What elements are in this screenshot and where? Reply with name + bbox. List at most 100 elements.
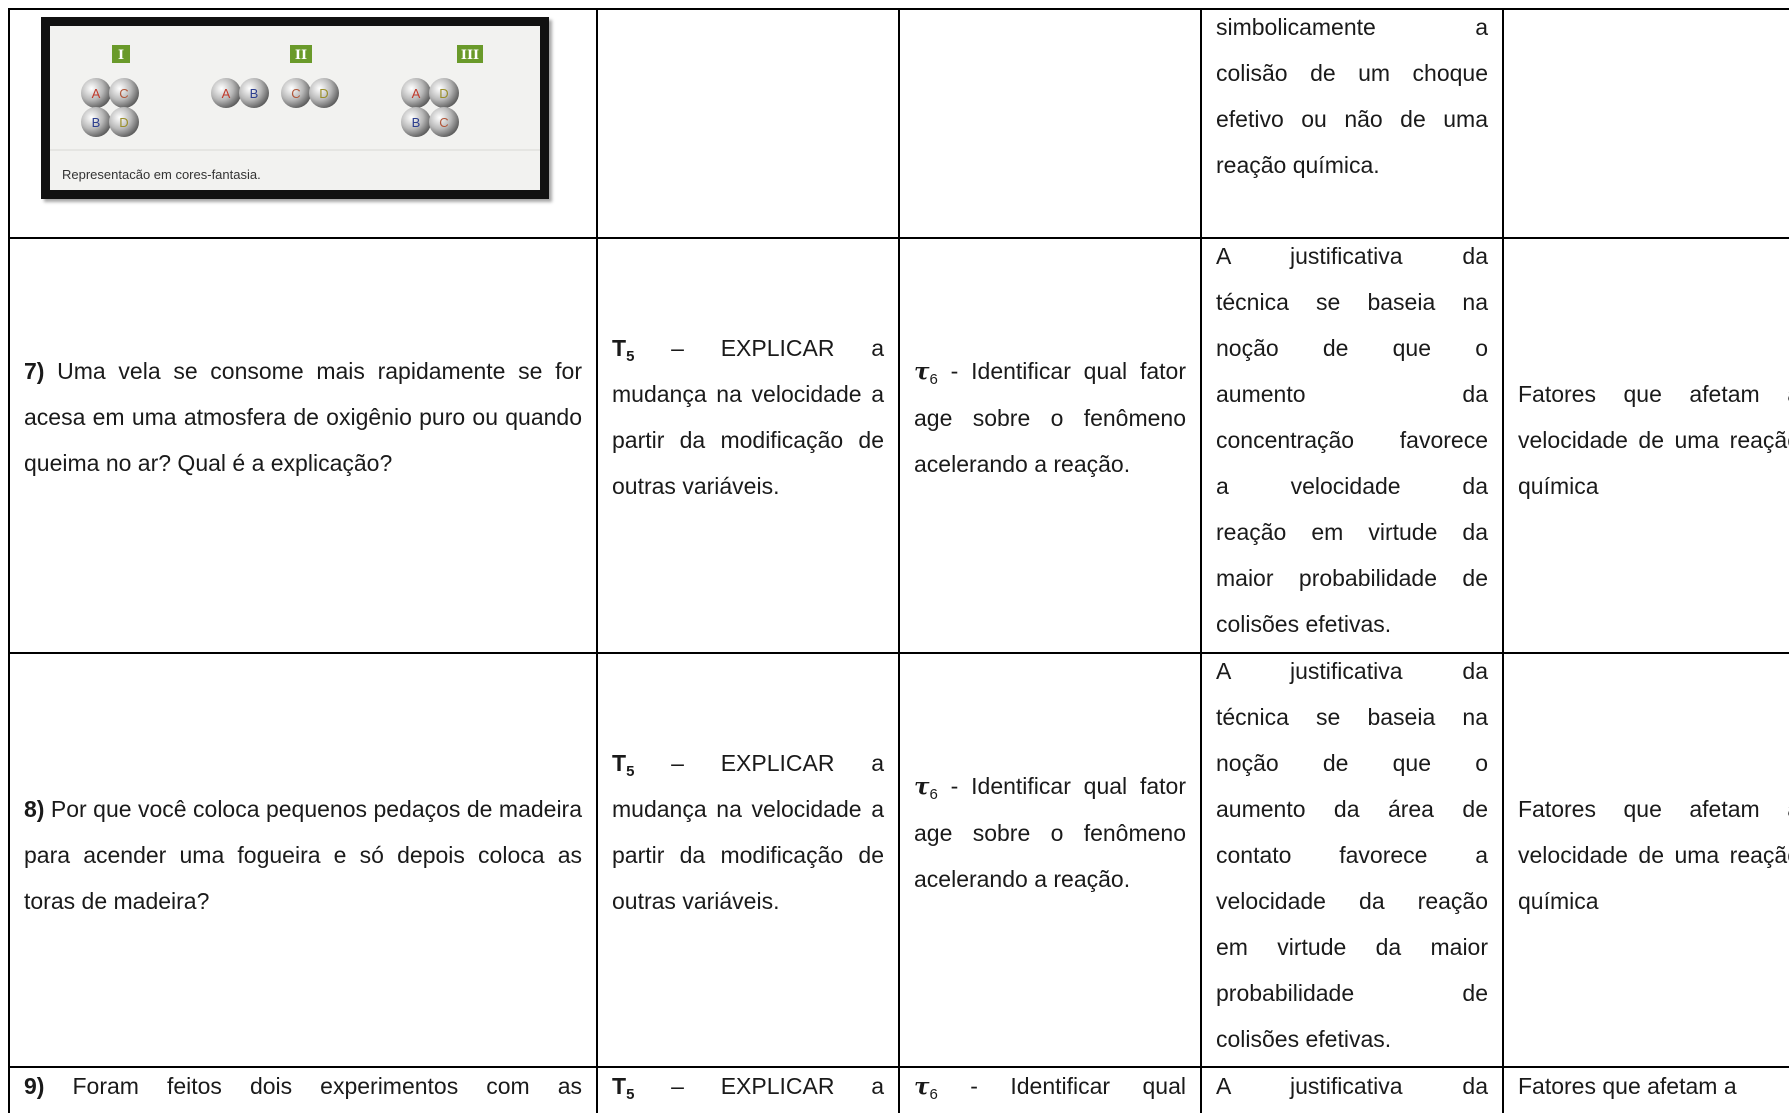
technique-subscript: 6 [929, 1086, 938, 1103]
question-text: Por que você coloca pequenos pedaços de … [24, 796, 583, 914]
table-divider-col3 [1200, 8, 1202, 1113]
table-row-divider [8, 1066, 1789, 1068]
text-line: A justificativa da [1216, 243, 1488, 269]
text-line: colisão de um choque [1216, 60, 1488, 86]
collision-diagram: I II III A C B D A [50, 45, 540, 151]
sphere-group-i: A C B D [81, 78, 139, 137]
task-type-8: T5 – EXPLICAR a mudança na velocidade a … [612, 740, 884, 924]
text-line: em virtude da maior [1216, 934, 1488, 960]
text-line: aumento da área de [1216, 796, 1488, 822]
svg-text:B: B [250, 86, 259, 101]
label-ii-badge: II [290, 45, 312, 63]
task-code: T [612, 750, 627, 776]
question-number: 8) [24, 796, 45, 822]
task-code: T [612, 335, 627, 361]
task-subscript: 5 [626, 1086, 635, 1103]
task-code: T [612, 1073, 627, 1099]
text-line: concentração favorece [1216, 427, 1488, 453]
theory-text: Fatores que afetam a velocidade de uma r… [1518, 796, 1789, 914]
question-text: Foram feitos dois experimentos com as [72, 1073, 582, 1099]
svg-text:D: D [319, 86, 328, 101]
task-text: – EXPLICAR a [671, 1073, 884, 1099]
question-number: 7) [24, 358, 45, 384]
table-border-left [8, 8, 10, 1113]
task-subscript: 5 [626, 763, 635, 780]
label-iii: III [461, 48, 479, 63]
table-border-top [8, 8, 1789, 10]
technique-text: - Identificar qual fator age sobre o fen… [914, 773, 1186, 892]
label-ii: II [295, 48, 307, 63]
justification-7: A justificativa da técnica se baseia na … [1216, 233, 1488, 647]
text-line: técnica se baseia na [1216, 289, 1488, 315]
question-9: 9) Foram feitos dois experimentos com as [24, 1063, 582, 1109]
text-line: velocidade da reação [1216, 888, 1488, 914]
svg-text:B: B [92, 115, 101, 130]
svg-text:C: C [439, 115, 448, 130]
technique-7: τ6 - Identificar qual fator age sobre o … [914, 348, 1186, 487]
text-line: colisões efetivas. [1216, 1026, 1392, 1052]
task-type-7: T5 – EXPLICAR a mudança na velocidade a … [612, 325, 884, 509]
sphere-group-ii: A B C D [211, 78, 339, 108]
technique-9: τ6 - Identificar qual [914, 1063, 1186, 1109]
technique-symbol: τ [914, 1073, 930, 1100]
table-row-divider [8, 652, 1789, 654]
table-divider-col4 [1502, 8, 1504, 1113]
collision-figure-panel: I II III A C B D A [50, 26, 540, 190]
technique-8: τ6 - Identificar qual fator age sobre o … [914, 763, 1186, 902]
text-line: a velocidade da [1216, 473, 1488, 499]
justification-9: A justificativa da [1216, 1063, 1488, 1109]
figure-caption: Representacão em cores-fantasia. [62, 167, 261, 182]
text-line: A justificativa da [1216, 1073, 1488, 1099]
task-text: – EXPLICAR a mudança na velocidade a par… [612, 335, 884, 499]
question-number: 9) [24, 1073, 45, 1099]
question-8: 8) Por que você coloca pequenos pedaços … [24, 786, 582, 924]
technique-symbol: τ [914, 773, 930, 800]
text-line: maior probabilidade de [1216, 565, 1488, 591]
table-divider-col1 [596, 8, 598, 1113]
svg-text:D: D [439, 86, 448, 101]
label-i-badge: I [112, 45, 130, 63]
technique-symbol: τ [914, 358, 930, 385]
text-line: noção de que o [1216, 750, 1488, 776]
text-line: colisões efetivas. [1216, 611, 1392, 637]
svg-text:D: D [119, 115, 128, 130]
row0-justification: simbolicamente a colisão de um choque ef… [1216, 4, 1488, 188]
text-line: probabilidade de [1216, 980, 1488, 1006]
text-line: técnica se baseia na [1216, 704, 1488, 730]
text-line: A justificativa da [1216, 658, 1488, 684]
collision-figure: I II III A C B D A [41, 17, 549, 199]
label-iii-badge: III [457, 45, 483, 63]
theory-8: Fatores que afetam a velocidade de uma r… [1518, 786, 1789, 924]
label-i: I [118, 48, 124, 63]
theory-9: Fatores que afetam a [1518, 1063, 1789, 1109]
task-type-9: T5 – EXPLICAR a [612, 1063, 884, 1109]
task-text: – EXPLICAR a mudança na velocidade a par… [612, 750, 884, 914]
task-subscript: 5 [626, 348, 635, 365]
question-7: 7) Uma vela se consome mais rapidamente … [24, 348, 582, 486]
table-row-divider [8, 237, 1789, 239]
text-line: reação química. [1216, 152, 1380, 178]
svg-text:C: C [291, 86, 300, 101]
technique-subscript: 6 [929, 371, 938, 388]
theory-7: Fatores que afetam a velocidade de uma r… [1518, 371, 1789, 509]
svg-text:C: C [119, 86, 128, 101]
text-line: simbolicamente a [1216, 14, 1488, 40]
technique-text: - Identificar qual [970, 1073, 1186, 1099]
svg-text:A: A [92, 86, 101, 101]
theory-text: Fatores que afetam a [1518, 1073, 1737, 1099]
svg-text:A: A [222, 86, 231, 101]
sphere-group-iii: A D B C [401, 78, 459, 137]
technique-text: - Identificar qual fator age sobre o fen… [914, 358, 1186, 477]
theory-text: Fatores que afetam a velocidade de uma r… [1518, 381, 1789, 499]
technique-subscript: 6 [929, 786, 938, 803]
text-line: noção de que o [1216, 335, 1488, 361]
text-line: efetivo ou não de uma [1216, 106, 1488, 132]
svg-text:B: B [412, 115, 421, 130]
table-divider-col2 [898, 8, 900, 1113]
text-line: aumento da [1216, 381, 1488, 407]
text-line: contato favorece a [1216, 842, 1488, 868]
justification-8: A justificativa da técnica se baseia na … [1216, 648, 1488, 1062]
svg-text:A: A [412, 86, 421, 101]
question-text: Uma vela se consome mais rapidamente se … [24, 358, 582, 476]
